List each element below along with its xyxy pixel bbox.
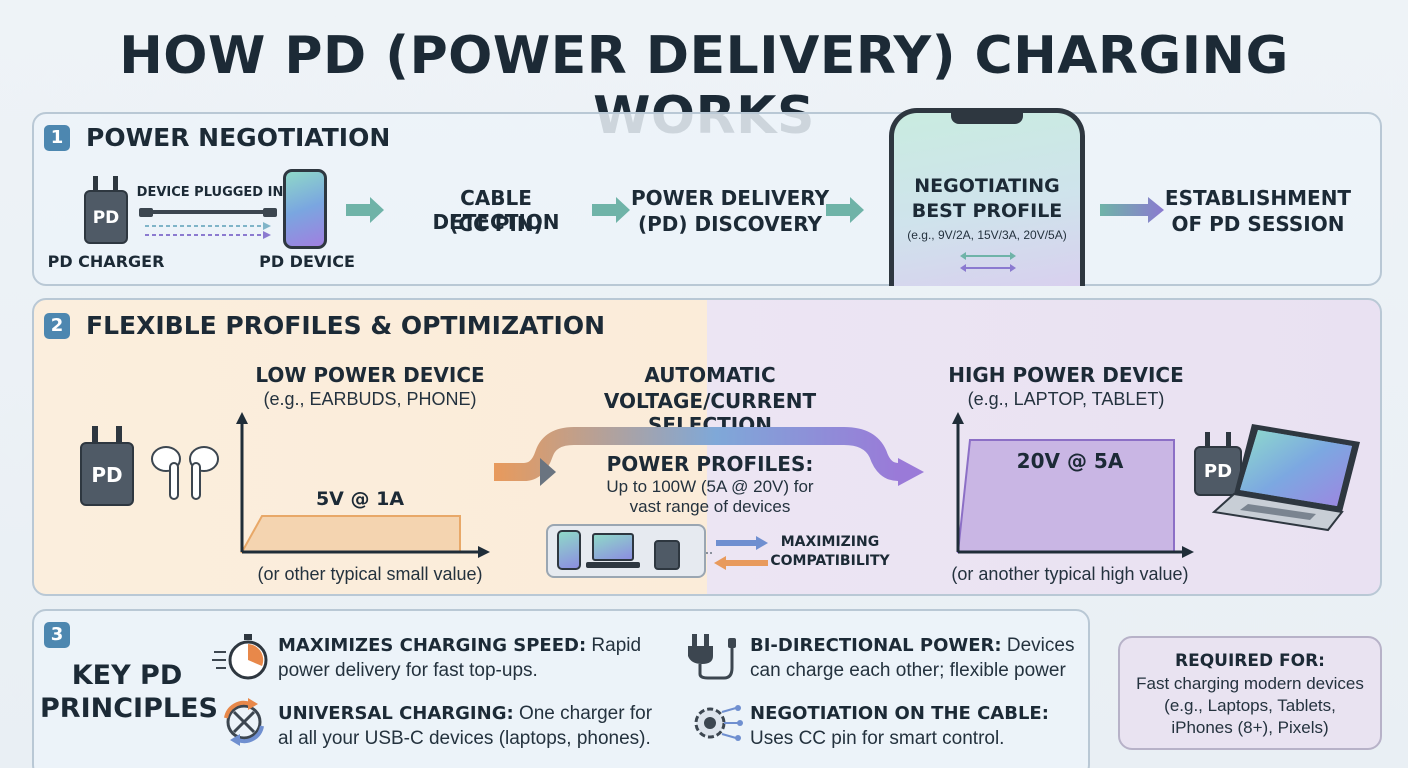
principle-bidirectional-power-text-a: Devices [1006,635,1075,656]
pd-device-phone-icon [283,169,327,249]
power-profiles-line1: Up to 100W (5A @ 20V) for [606,477,814,496]
principle-negotiation-cable-text-a: Uses CC pin for smart control. [750,728,1005,749]
phone-notch [951,112,1023,124]
tray-laptop-base [586,562,640,568]
panel-key-principles [32,609,1090,768]
tray-laptop-icon [592,533,634,561]
high-power-subtitle: (e.g., LAPTOP, TABLET) [967,389,1165,409]
charger-badge: PD [92,208,120,228]
principles-heading-line2: PRINCIPLES [40,693,218,724]
principle-bidirectional-power-title: BI-DIRECTIONAL POWER: [750,635,1002,656]
compatibility-line2: COMPATIBILITY [770,553,890,569]
low-power-value: 5V @ 1A [315,488,405,510]
negotiating-line1: NEGOTIATING [914,175,1060,197]
principle-negotiation-cable: NEGOTIATION ON THE CABLE: Uses CC pin fo… [750,701,1090,751]
principle-negotiation-cable-title: NEGOTIATION ON THE CABLE: [750,703,1049,724]
required-for-line3: iPhones (8+), Pixels) [1171,718,1329,737]
gear-circuit-icon [694,705,743,741]
principle-charging-speed-text-b: power delivery for fast top-ups. [278,660,538,681]
establishment-line2: OF PD SESSION [1171,212,1345,236]
principle-charging-speed-text-a: Rapid [591,635,642,656]
laptop-icon [1211,424,1360,532]
step-cable-detection-line2: (CC PIN) [449,212,543,236]
low-power-chart [236,412,490,558]
charger-prong-right [113,176,118,192]
high-power-title: HIGH POWER DEVICE [948,363,1184,387]
low-charger-prong-right [116,426,122,444]
high-power-note: (or another typical high value) [951,564,1189,584]
low-power-title: LOW POWER DEVICE [255,363,485,387]
low-power-note: (or other typical small value) [257,564,483,584]
power-profiles-line2: vast range of devices [629,497,791,516]
panel-power-negotiation [32,112,1382,286]
pd-charger-icon: PD [84,190,128,244]
power-plug-icon [688,634,736,680]
step-pd-discovery-line1: POWER DELIVERY [630,186,830,210]
negotiation-bidirectional-arrows [960,252,1016,272]
required-for-line2: (e.g., Laptops, Tablets, [1164,696,1336,715]
principle-universal-charging-title: UNIVERSAL CHARGING: [278,703,514,724]
flow-arrow-4 [1100,197,1164,223]
low-power-charger-icon: PD [80,442,134,506]
principle-universal-charging-text-b: al all your USB-C devices (laptops, phon… [278,728,651,749]
plugged-label: DEVICE PLUGGED IN [136,185,284,200]
negotiating-line2: BEST PROFILE [911,200,1063,222]
tray-charger-icon [654,540,680,570]
section-title-1: POWER NEGOTIATION [86,123,391,152]
stopwatch-icon [212,634,268,680]
required-for-line1: Fast charging modern devices [1136,674,1364,693]
section-number-1: 1 [44,125,70,151]
establishment-line1: ESTABLISHMENT [1164,186,1352,210]
section-number-3: 3 [44,622,70,648]
universal-charging-icon [224,698,264,746]
principle-bidirectional-power-text-b: can charge each other; flexible power [750,660,1066,681]
step-cable-detection-line1: CABLE DETECTION [432,186,560,234]
low-power-profile-area [240,515,461,553]
low-power-subtitle: (e.g., EARBUDS, PHONE) [263,389,477,409]
principle-charging-speed: MAXIMIZES CHARGING SPEED: Rapid power de… [278,633,678,683]
principle-universal-charging-text-a: One charger for [518,703,653,724]
flow-arrow-1 [346,197,384,223]
required-for-box [1118,636,1382,750]
power-profiles-title: POWER PROFILES: [606,452,814,476]
step-pd-discovery-line2: (PD) DISCOVERY [637,212,823,236]
auto-selection-line1: AUTOMATIC [644,363,776,387]
high-power-chart [952,412,1194,558]
high-charger-prong-left [1205,432,1210,448]
low-charger-badge: PD [91,463,123,487]
low-charger-prong-left [92,426,98,444]
principle-bidirectional-power: BI-DIRECTIONAL POWER: Devices can charge… [750,633,1090,683]
device-label: PD DEVICE [259,252,355,271]
earbuds-icon [151,446,219,500]
principle-charging-speed-title: MAXIMIZES CHARGING SPEED: [278,635,587,656]
tray-phone-icon [557,530,581,570]
principles-heading-line1: KEY PD [71,660,183,691]
usb-cable [139,208,277,239]
required-for-title: REQUIRED FOR: [1175,651,1325,671]
auto-selection-arc-arrow [494,427,924,486]
section-title-2: FLEXIBLE PROFILES & OPTIMIZATION [86,311,606,340]
compatibility-arrows [706,536,768,570]
auto-selection-line2: VOLTAGE/CURRENT SELECTION [603,389,817,437]
principle-universal-charging: UNIVERSAL CHARGING: One charger for al a… [278,701,688,751]
charger-prong-left [93,176,98,192]
negotiating-examples: (e.g., 9V/2A, 15V/3A, 20V/5A) [907,228,1067,242]
charger-label: PD CHARGER [47,252,165,271]
high-power-value: 20V @ 5A [1016,449,1124,473]
section-number-2: 2 [44,313,70,339]
flow-arrow-3 [826,197,864,223]
high-charger-badge: PD [1203,461,1233,482]
flow-arrow-2 [592,197,630,223]
high-charger-prong-right [1226,432,1231,448]
compatibility-line1: MAXIMIZING [780,534,880,550]
